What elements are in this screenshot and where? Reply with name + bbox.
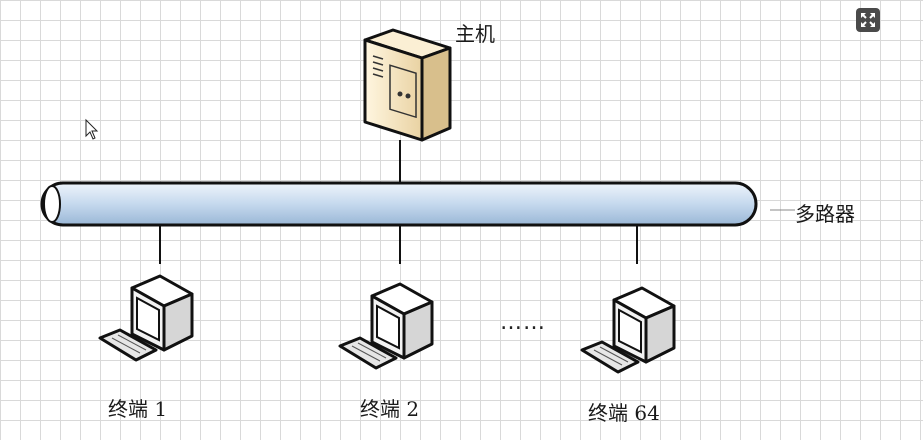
terminal-2-computer-icon bbox=[338, 282, 434, 370]
expand-icon bbox=[861, 13, 875, 27]
terminal-64-computer-icon bbox=[580, 286, 676, 374]
server-tower-icon bbox=[363, 28, 452, 142]
expand-button[interactable] bbox=[856, 8, 880, 32]
terminal-1-label: 终端 1 bbox=[108, 397, 168, 421]
terminal-64-label: 终端 64 bbox=[588, 401, 660, 425]
multiplexer-label: 多路器 bbox=[795, 202, 855, 226]
terminal-2-label: 终端 2 bbox=[360, 397, 420, 421]
terminals-ellipsis: …… bbox=[500, 310, 546, 335]
terminal-1-computer-icon bbox=[98, 274, 194, 362]
host-label: 主机 bbox=[455, 22, 495, 46]
mouse-cursor-icon bbox=[85, 118, 99, 140]
multiplexer-bus bbox=[40, 181, 758, 227]
